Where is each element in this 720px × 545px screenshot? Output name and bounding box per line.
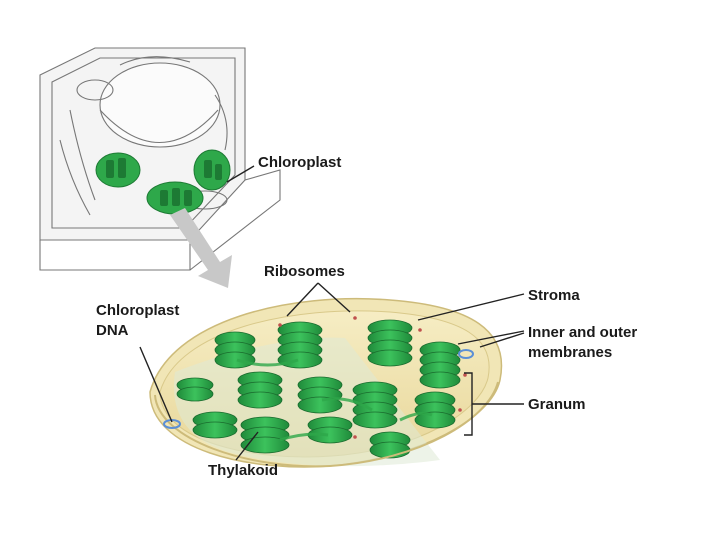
leader-lines <box>139 282 525 461</box>
label-ribosomes: Ribosomes <box>264 263 345 280</box>
cell-chloroplasts <box>95 149 231 215</box>
label-granum: Granum <box>528 396 586 413</box>
dna-loop <box>458 349 474 359</box>
label-membranes-line1: Inner and outer <box>528 324 638 341</box>
label-chloroplast-dna-line2: DNA <box>96 322 129 339</box>
label-chloroplast-dna-line1: Chloroplast <box>96 302 180 319</box>
label-stroma: Stroma <box>528 287 580 304</box>
chloroplast-closeup <box>149 297 503 468</box>
dna-loop <box>163 419 181 429</box>
label-membranes-line2: membranes <box>528 344 613 361</box>
ribosome-dots <box>278 316 467 439</box>
label-chloroplast: Chloroplast <box>258 154 342 171</box>
plant-cell <box>39 47 281 271</box>
zoom-arrow <box>170 208 232 288</box>
label-thylakoid: Thylakoid <box>208 462 279 479</box>
chloroplast-leader-line <box>226 165 255 183</box>
